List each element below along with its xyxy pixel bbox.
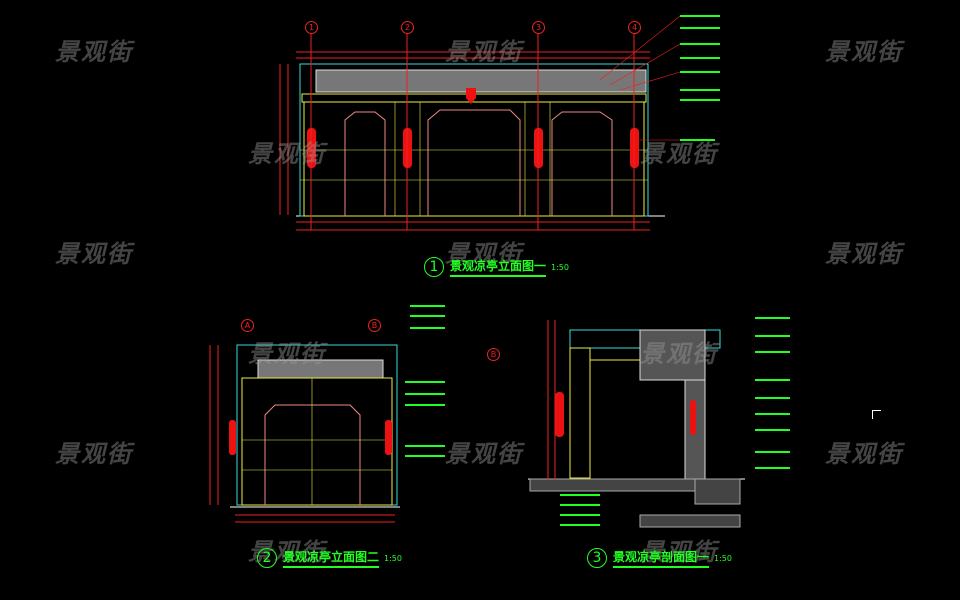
watermark: 景观街 <box>248 140 326 168</box>
watermark: 景观街 <box>825 440 903 468</box>
view-number: 2 <box>257 548 277 568</box>
watermark: 景观街 <box>55 240 133 268</box>
watermark: 景观街 <box>445 38 523 66</box>
elevation-1 <box>279 15 720 231</box>
crosshair-cursor <box>872 410 881 419</box>
grid-label: B <box>368 319 381 332</box>
view-scale: 1:50 <box>714 553 732 563</box>
grid-label: 3 <box>532 21 545 34</box>
watermark: 景观街 <box>640 538 718 566</box>
watermark: 景观街 <box>55 38 133 66</box>
watermark: 景观街 <box>445 240 523 268</box>
view-number: 1 <box>424 257 444 277</box>
view-title-2: 2 景观凉亭立面图二 1:50 <box>257 548 402 568</box>
grid-label: B <box>487 348 500 361</box>
grid-label: 4 <box>628 21 641 34</box>
watermark: 景观街 <box>248 340 326 368</box>
grid-label: A <box>241 319 254 332</box>
watermark: 景观街 <box>825 38 903 66</box>
watermark: 景观街 <box>825 240 903 268</box>
grid-label: 2 <box>401 21 414 34</box>
view-title-1: 1 景观凉亭立面图一 1:50 <box>424 257 569 277</box>
grid-label: 1 <box>305 21 318 34</box>
view-number: 3 <box>587 548 607 568</box>
section-1 <box>528 317 790 528</box>
view-title: 景观凉亭立面图一 <box>450 257 547 277</box>
watermark: 景观街 <box>445 440 523 468</box>
watermark: 景观街 <box>640 140 718 168</box>
view-title-3: 3 景观凉亭剖面图一 1:50 <box>587 548 732 568</box>
watermark: 景观街 <box>55 440 133 468</box>
view-scale: 1:50 <box>384 553 402 563</box>
view-scale: 1:50 <box>551 262 569 272</box>
elevation-2 <box>209 305 445 523</box>
watermark: 景观街 <box>640 340 718 368</box>
view-title: 景观凉亭剖面图一 <box>613 548 710 568</box>
view-title: 景观凉亭立面图二 <box>283 548 380 568</box>
